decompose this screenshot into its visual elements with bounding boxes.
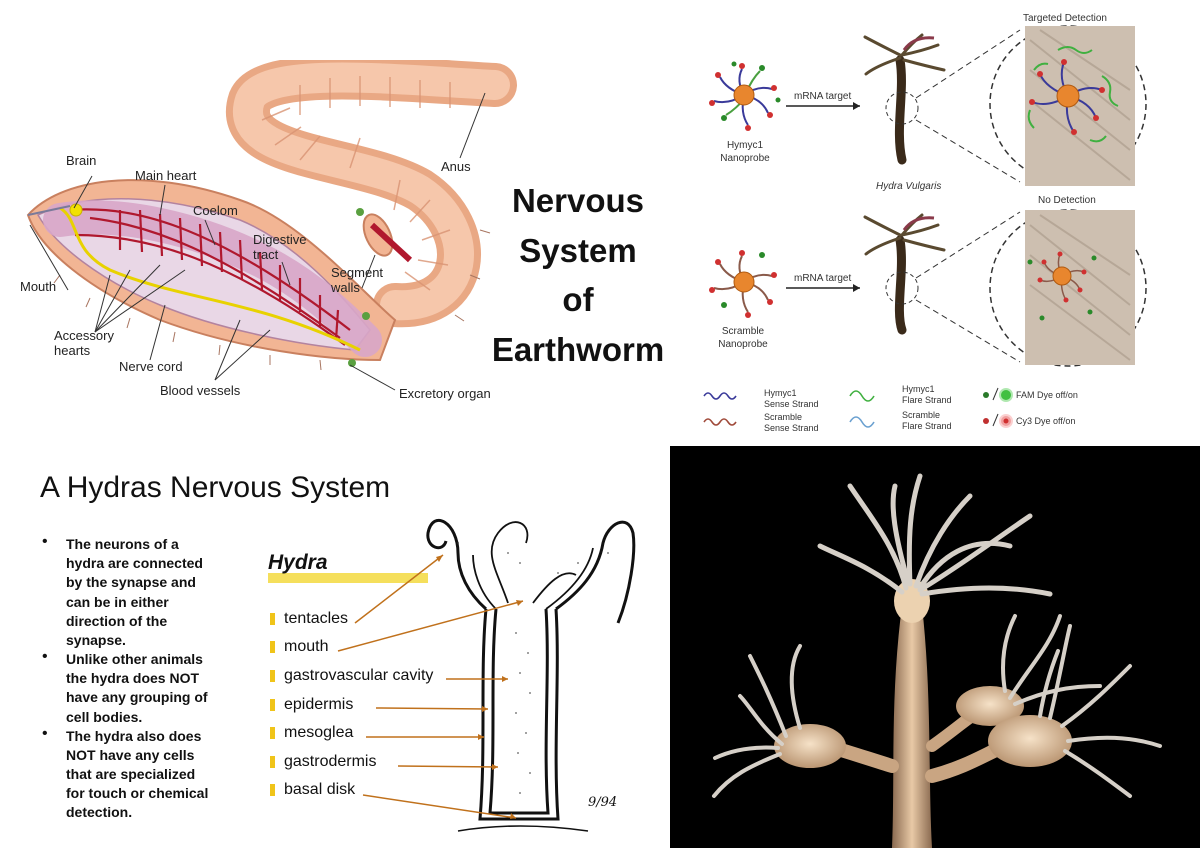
hymyc1-line2: Nanoprobe bbox=[720, 152, 770, 164]
legend-scramble-flare: Scramble Flare Strand bbox=[902, 410, 952, 432]
label-accessory-hearts: Accessory hearts bbox=[54, 328, 114, 358]
title-line-1: Nervous bbox=[511, 182, 645, 219]
legend-fam-dye: FAM Dye off/on bbox=[1016, 390, 1078, 400]
label-accessory-line1: Accessory bbox=[54, 328, 114, 343]
hydra-graphic-top bbox=[863, 33, 946, 165]
part-tentacles: tentacles bbox=[284, 610, 349, 627]
bullet-2-line-4: cell bodies. bbox=[66, 708, 143, 725]
bullet-list: • The neurons of a hydra are connected b… bbox=[38, 533, 258, 823]
bullet-3-line-4: for touch or chemical bbox=[66, 785, 209, 802]
label-digestive-tract: Digestive tract bbox=[253, 232, 306, 262]
label-anus: Anus bbox=[441, 159, 471, 174]
hydra-line-diagram: Hydra tentacles mouth gastrovascular cav… bbox=[258, 513, 658, 848]
legend-scramble-sense-2: Sense Strand bbox=[764, 422, 819, 433]
legend-hymyc1-sense: Hymyc1 Sense Strand bbox=[764, 388, 819, 410]
hydra-photo-illustration bbox=[712, 473, 1162, 848]
bullet-3-line-1: The hydra also does bbox=[66, 727, 202, 744]
legend-scramble-flare-1: Scramble bbox=[902, 410, 941, 420]
label-targeted-detection: Targeted Detection bbox=[1023, 13, 1107, 24]
legend-scramble-sense-1: Scramble bbox=[764, 412, 803, 422]
bullet-2-line-1: Unlike other animals bbox=[66, 651, 203, 668]
bullet-item: • Unlike other animals the hydra does NO… bbox=[38, 648, 258, 727]
nanoprobe-illustration bbox=[703, 25, 1147, 428]
bullet-dot: • bbox=[42, 724, 48, 742]
hydra-slide: A Hydras Nervous System • The neurons of… bbox=[0, 455, 668, 848]
bullet-1-line-6: synapse. bbox=[66, 631, 126, 648]
bullet-1-line-1: The neurons of a bbox=[66, 536, 179, 552]
label-digestive-line2: tract bbox=[253, 247, 279, 262]
label-segment-walls: Segment walls bbox=[331, 265, 383, 295]
hymyc1-line1: Hymyc1 bbox=[726, 140, 764, 151]
bullet-1-line-2: hydra are connected bbox=[66, 555, 203, 572]
title-line-2: System bbox=[519, 231, 637, 269]
part-mesoglea: mesoglea bbox=[284, 724, 354, 741]
label-excretory-organ: Excretory organ bbox=[399, 386, 491, 401]
bullet-item: • The neurons of a hydra are connected b… bbox=[38, 533, 258, 650]
legend-hymyc1-flare: Hymyc1 Flare Strand bbox=[902, 384, 952, 406]
label-blood-vessels: Blood vessels bbox=[160, 383, 241, 398]
label-mrna-target-top: mRNA target bbox=[794, 91, 852, 102]
legend-hymyc1-sense-2: Sense Strand bbox=[764, 398, 819, 409]
label-scramble-nanoprobe: Scramble Nanoprobe bbox=[708, 326, 778, 351]
label-coelom: Coelom bbox=[193, 203, 238, 218]
bullet-1-line-4: can be in either bbox=[66, 593, 169, 610]
hydra-diagram-title: Hydra bbox=[268, 551, 328, 574]
center-title: Nervous System of Earthworm bbox=[478, 176, 678, 374]
bullet-2-line-3: have any grouping of bbox=[66, 689, 208, 706]
legend-hymyc1-flare-2: Flare Strand bbox=[902, 394, 952, 405]
scramble-nanoprobe-graphic bbox=[709, 250, 777, 318]
bullet-1-line-5: direction of the bbox=[66, 612, 168, 629]
part-mouth: mouth bbox=[284, 638, 329, 655]
bullet-dot: • bbox=[42, 648, 48, 666]
part-gastrovascular-cavity: gastrovascular cavity bbox=[284, 667, 434, 684]
bullet-1-line-3: by the synapse and bbox=[66, 574, 196, 591]
legend-hymyc1-sense-1: Hymyc1 bbox=[764, 388, 797, 398]
bullet-3-line-2: NOT have any cells bbox=[66, 746, 195, 763]
label-hymyc1-nanoprobe: Hymyc1 Nanoprobe bbox=[710, 140, 780, 165]
legend-scramble-flare-2: Flare Strand bbox=[902, 420, 952, 431]
label-digestive-line1: Digestive bbox=[253, 232, 307, 247]
bullet-3-line-3: that are specialized bbox=[66, 766, 196, 783]
bullet-dot: • bbox=[42, 533, 48, 550]
label-accessory-line2: hearts bbox=[54, 343, 91, 358]
label-mrna-target-bottom: mRNA target bbox=[794, 273, 852, 284]
scramble-line1: Scramble bbox=[721, 326, 765, 337]
earthworm-illustration bbox=[26, 60, 517, 391]
label-brain: Brain bbox=[66, 153, 97, 168]
title-line-4: Earthworm bbox=[491, 330, 665, 368]
artist-signature: 9/94 bbox=[588, 795, 618, 810]
label-segment-line1: Segment bbox=[331, 265, 384, 280]
legend-hymyc1-flare-1: Hymyc1 bbox=[902, 384, 935, 394]
part-gastrodermis: gastrodermis bbox=[284, 753, 377, 770]
earthworm-diagram: Brain Main heart Coelom Digestive tract … bbox=[0, 60, 520, 430]
part-basal-disk: basal disk bbox=[284, 781, 356, 798]
label-no-detection: No Detection bbox=[1038, 195, 1096, 206]
bullet-2-line-2: the hydra does NOT bbox=[66, 670, 200, 687]
title-line-3: of bbox=[562, 281, 594, 318]
label-main-heart: Main heart bbox=[135, 168, 197, 183]
scramble-line2: Nanoprobe bbox=[718, 338, 768, 350]
nanoprobe-diagram: Targeted Detection No Detection mRNA tar… bbox=[690, 0, 1200, 440]
hydra-outline-illustration bbox=[268, 519, 636, 832]
hydra-graphic-bottom bbox=[863, 213, 946, 335]
legend-scramble-sense: Scramble Sense Strand bbox=[764, 412, 819, 434]
label-nerve-cord: Nerve cord bbox=[119, 359, 183, 374]
bullet-item: • The hydra also does NOT have any cells… bbox=[38, 724, 258, 823]
label-mouth: Mouth bbox=[20, 279, 57, 294]
bullet-3-line-5: detection. bbox=[66, 804, 133, 821]
hydra-photo bbox=[670, 446, 1200, 848]
slide-title: A Hydras Nervous System bbox=[40, 471, 391, 504]
legend-cy3-dye: Cy3 Dye off/on bbox=[1016, 416, 1076, 426]
part-epidermis: epidermis bbox=[284, 696, 354, 713]
label-species: Hydra Vulgaris bbox=[876, 181, 942, 192]
hymyc1-nanoprobe-graphic bbox=[709, 61, 781, 131]
label-segment-line2: walls bbox=[331, 280, 360, 295]
